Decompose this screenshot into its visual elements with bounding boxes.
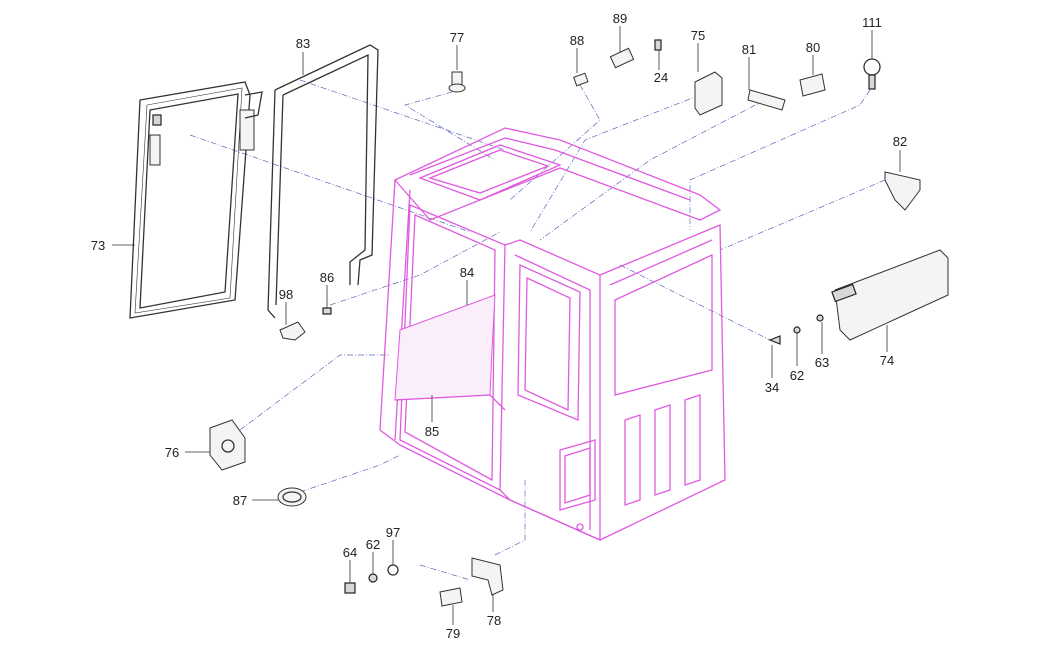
part-74 [834,249,949,341]
part-75 [694,71,723,116]
assembly-lines [189,79,886,581]
part-88 [573,72,589,87]
part-87 [277,487,307,507]
part-98 [279,321,306,341]
callout-79: 79 [446,626,460,641]
callout-88: 88 [570,33,584,48]
callout-97: 97 [386,525,400,540]
part-73-door [129,81,263,319]
front-glass [394,294,496,401]
part-83-seal [267,44,379,319]
callout-77: 77 [450,30,464,45]
callout-83: 83 [296,36,310,51]
part-82 [884,171,921,211]
callout-81: 81 [742,42,756,57]
part-86 [322,307,332,315]
hardware-parts [209,39,949,607]
callout-63: 63 [815,355,829,370]
callout-85: 85 [425,424,439,439]
part-64 [344,582,356,594]
callout-82: 82 [893,134,907,149]
leader-lines [112,26,901,625]
part-34 [768,335,781,345]
part-62b [368,573,378,583]
part-78 [471,557,504,596]
part-97 [387,564,399,576]
callout-labels: 73 83 77 88 89 24 75 81 80 111 82 84 86 … [91,11,907,641]
callout-78: 78 [487,613,501,628]
part-89 [609,47,635,69]
part-24 [654,39,662,51]
part-81 [747,89,786,111]
callout-34: 34 [765,380,779,395]
callout-80: 80 [806,40,820,55]
part-111 [863,58,881,76]
callout-98: 98 [279,287,293,302]
callout-24: 24 [654,70,668,85]
callout-64: 64 [343,545,357,560]
callout-86: 86 [320,270,334,285]
callout-87: 87 [233,493,247,508]
cab-frame [379,127,726,542]
part-80 [799,73,826,97]
callout-75: 75 [691,28,705,43]
part-76 [209,419,246,471]
part-79 [439,587,463,607]
callout-62-right: 62 [790,368,804,383]
part-62a [793,326,801,334]
callout-73: 73 [91,238,105,253]
callout-84: 84 [460,265,474,280]
callout-74: 74 [880,353,894,368]
callout-76: 76 [165,445,179,460]
callout-62-bottom: 62 [366,537,380,552]
part-63 [816,314,824,322]
callout-89: 89 [613,11,627,26]
callout-111: 111 [862,15,882,30]
